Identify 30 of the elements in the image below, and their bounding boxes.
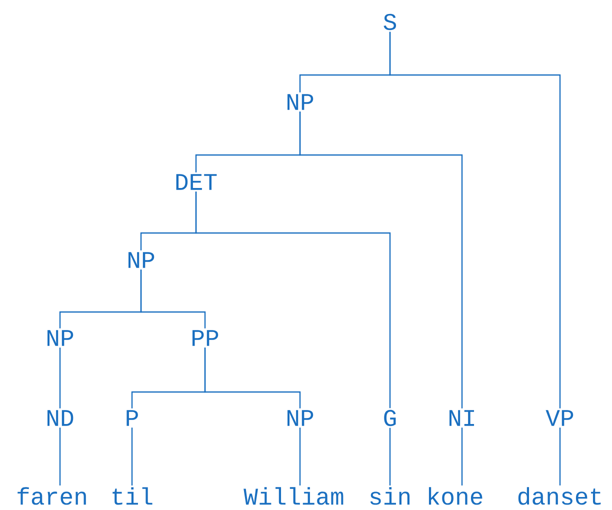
- word-label: danset: [518, 487, 601, 505]
- branch-line: [299, 112, 463, 408]
- category-label: VP: [546, 410, 574, 426]
- branch-line: [59, 428, 61, 486]
- category-label: S: [384, 14, 396, 30]
- branch-line: [299, 428, 301, 486]
- branch-line: [461, 428, 463, 486]
- branch-line: [204, 348, 301, 408]
- category-label: NP: [128, 252, 154, 268]
- category-label: NI: [450, 410, 474, 426]
- branch-line: [195, 192, 391, 408]
- category-label: P: [126, 410, 138, 426]
- branch-line: [389, 32, 561, 408]
- category-label: PP: [192, 330, 218, 346]
- category-label: NP: [288, 94, 314, 110]
- word-label: til: [112, 487, 152, 505]
- branch-line: [59, 348, 61, 408]
- branch-line: [140, 270, 206, 328]
- branch-line: [559, 428, 561, 486]
- category-label: DET: [176, 174, 217, 190]
- branch-line: [131, 428, 133, 486]
- word-label: faren: [18, 487, 86, 505]
- category-label: NP: [288, 410, 314, 426]
- category-label: G: [384, 410, 396, 426]
- branch-line: [389, 428, 391, 486]
- category-label: NP: [48, 330, 74, 346]
- word-label: kone: [428, 487, 482, 505]
- category-label: ND: [48, 410, 74, 426]
- word-label: sin: [370, 487, 410, 505]
- word-label: William: [244, 487, 344, 505]
